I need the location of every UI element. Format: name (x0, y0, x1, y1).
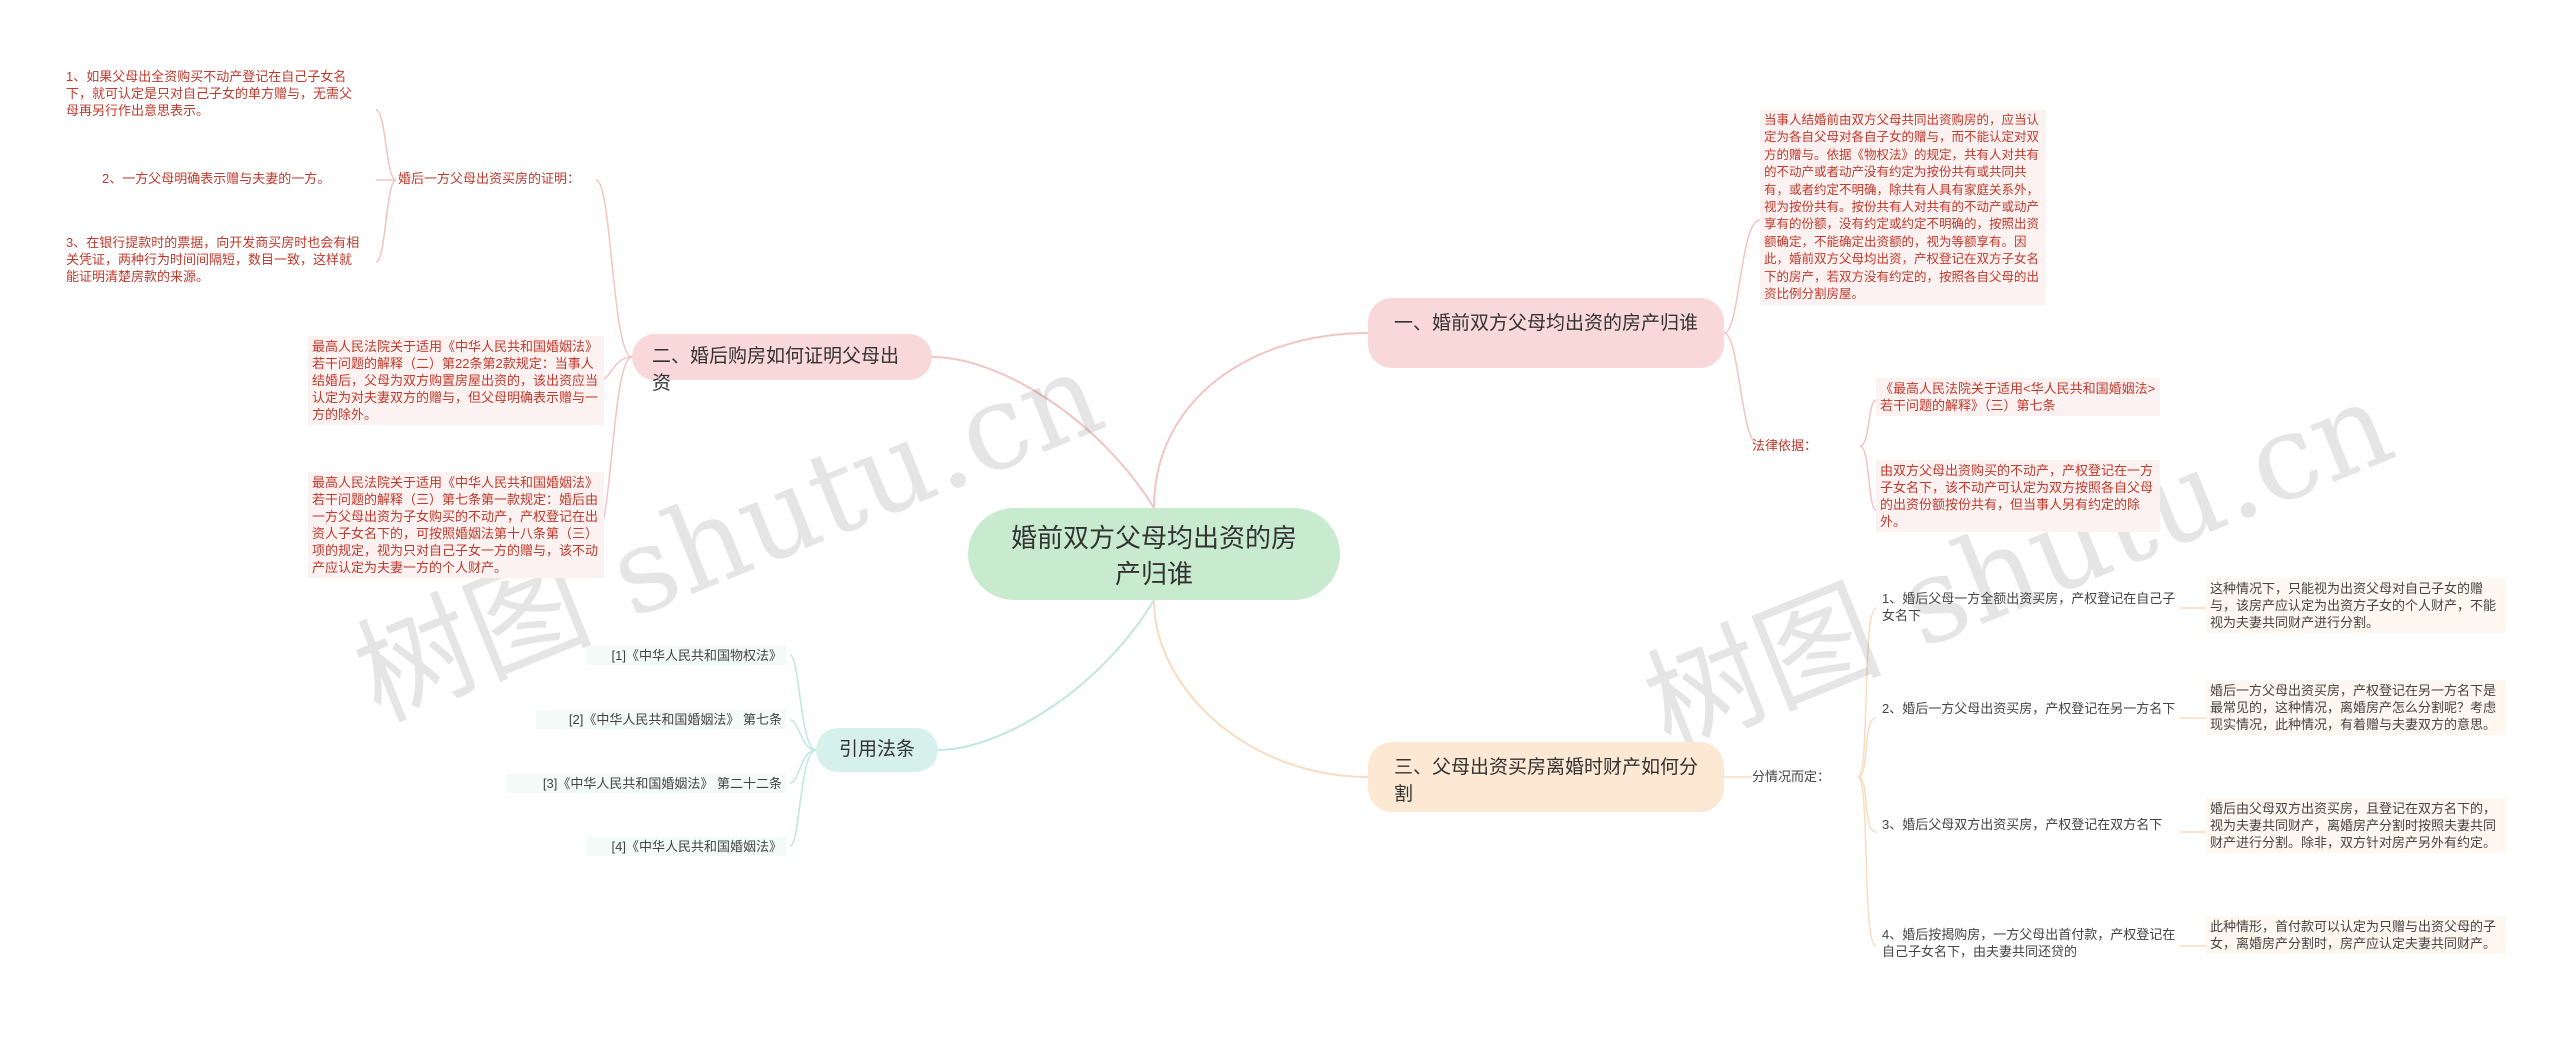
branch-4-label: 引用法条 (838, 739, 915, 760)
branch-2-proof-item-3: 3、在银行提款时的票据，向开发商买房时也会有相关凭证，两种行为时间间隔短，数目一… (66, 235, 360, 284)
branch-1-topic[interactable]: 一、婚前双方父母均出资的房产归谁 (1368, 298, 1724, 368)
branch-2-label: 二、婚后购房如何证明父母出资 (652, 346, 900, 394)
branch-2-law-2: 最高人民法院关于适用《中华人民共和国婚姻法》若干问题的解释（三）第七条第一款规定… (308, 472, 604, 578)
citation-4: [4]《中华人民共和国婚姻法》 (586, 837, 786, 856)
case-2-detail: 婚后一方父母出资买房，产权登记在另一方名下是最常见的，这种情况，离婚房产怎么分割… (2206, 680, 2506, 735)
branch-3-label: 三、父母出资买房离婚时财产如何分割 (1394, 757, 1699, 805)
root-topic[interactable]: 婚前双方父母均出资的房产归谁 (968, 508, 1340, 600)
case-4-title: 4、婚后按揭购房，一方父母出首付款，产权登记在自己子女名下，由夫妻共同还贷的 (1882, 927, 2176, 959)
branch-3-topic[interactable]: 三、父母出资买房离婚时财产如何分割 (1368, 742, 1724, 812)
branch-2-law-1: 最高人民法院关于适用《中华人民共和国婚姻法》若干问题的解释（二）第22条第2款规… (308, 336, 604, 425)
citation-1: [1]《中华人民共和国物权法》 (586, 646, 786, 665)
branch-1-label: 一、婚前双方父母均出资的房产归谁 (1394, 313, 1699, 334)
citation-3: [3]《中华人民共和国婚姻法》 第二十二条 (506, 774, 786, 793)
branch-4-topic[interactable]: 引用法条 (816, 728, 938, 772)
branch-2-proof-label: 婚后一方父母出资买房的证明： (398, 171, 581, 186)
branch-2-topic[interactable]: 二、婚后购房如何证明父母出资 (632, 334, 932, 394)
branch-1-legal-label: 法律依据： (1752, 438, 1818, 453)
branch-1-description: 当事人结婚前由双方父母共同出资购房的，应当认定为各自父母对各自子女的赠与，而不能… (1760, 110, 2046, 306)
case-2-title: 2、婚后一方父母出资买房，产权登记在另一方名下 (1882, 701, 2176, 716)
case-4-detail: 此种情形，首付款可以认定为只赠与出资父母的子女，离婚房产分割时，房产应认定夫妻共… (2206, 916, 2506, 954)
branch-1-legal-item-2: 由双方父母出资购买的不动产，产权登记在一方子女名下，该不动产可认定为双方按照各自… (1876, 460, 2160, 532)
branch-2-proof-item-2: 2、一方父母明确表示赠与夫妻的一方。 (102, 171, 331, 186)
citation-2: [2]《中华人民共和国婚姻法》 第七条 (536, 710, 786, 729)
case-3-detail: 婚后由父母双方出资买房，且登记在双方名下的，视为夫妻共同财产，离婚房产分割时按照… (2206, 798, 2506, 853)
branch-2-proof-item-1: 1、如果父母出全资购买不动产登记在自己子女名下，就可认定是只对自己子女的单方赠与… (66, 69, 353, 118)
branch-1-legal-item-1: 《最高人民法院关于适用<华人民共和国婚姻法>若干问题的解释》（三）第七条 (1876, 378, 2160, 416)
root-topic-label: 婚前双方父母均出资的房产归谁 (1010, 523, 1297, 589)
branch-3-case-label: 分情况而定： (1752, 769, 1831, 784)
case-1-title: 1、婚后父母一方全额出资买房，产权登记在自己子女名下 (1882, 591, 2176, 623)
case-3-title: 3、婚后父母双方出资买房，产权登记在双方名下 (1882, 817, 2163, 832)
case-1-detail: 这种情况下，只能视为出资父母对自己子女的赠与，该房产应认定为出资方子女的个人财产… (2206, 578, 2506, 633)
